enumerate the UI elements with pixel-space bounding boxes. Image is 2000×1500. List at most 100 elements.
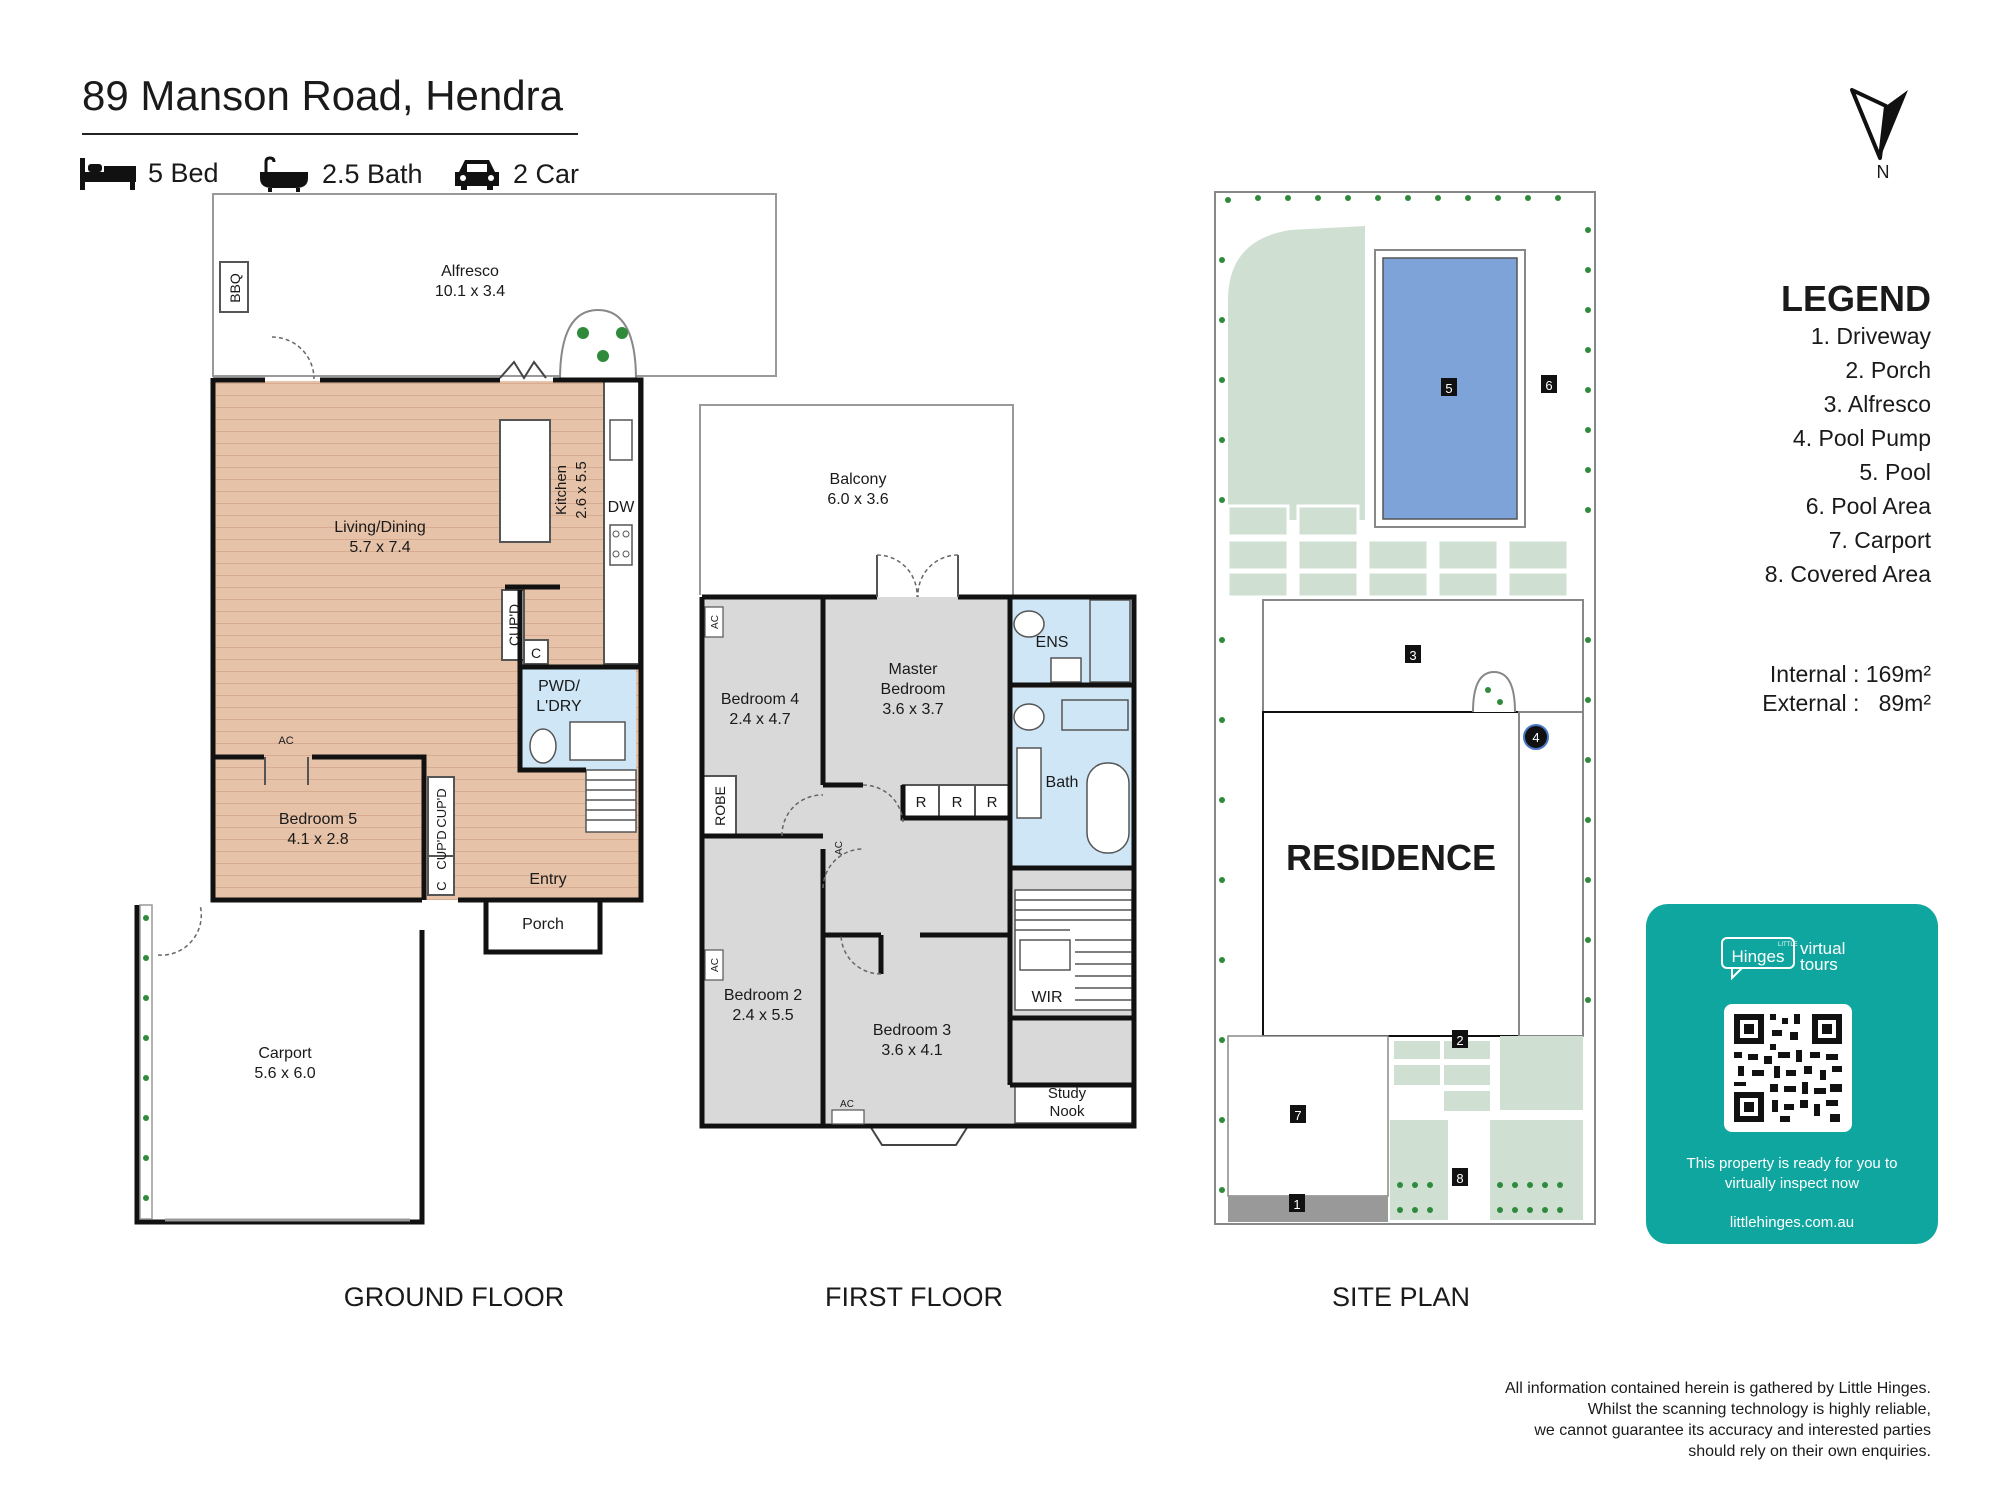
site-planter xyxy=(1472,670,1516,713)
ground-walls xyxy=(210,377,644,955)
front-garden-right xyxy=(1490,1120,1583,1220)
qr-code[interactable] xyxy=(1724,1004,1852,1132)
shrub-icon xyxy=(616,327,628,339)
cupd-label: CUP'D xyxy=(506,604,522,646)
ac-label-1: AC xyxy=(710,615,721,629)
internal-area-value: 169m² xyxy=(1865,661,1931,687)
legend-item-covered-area: 8. Covered Area xyxy=(1764,561,1931,587)
balcony-dims: 6.0 x 3.6 xyxy=(827,491,888,508)
residence-footprint xyxy=(1262,711,1520,1037)
marker-5-label: 5 xyxy=(1445,381,1452,396)
first-stairs xyxy=(1014,889,1133,1011)
bedroom-4-dims: 2.4 x 4.7 xyxy=(729,711,790,728)
pool-area-path xyxy=(1518,711,1584,1037)
promo-message: This property is ready for you to virtua… xyxy=(1646,1154,1938,1194)
bedroom-5-dims: 4.1 x 2.8 xyxy=(287,831,348,848)
bay-window xyxy=(869,1125,969,1146)
site-plan-caption: SITE PLAN xyxy=(1331,1282,1471,1312)
bathtub-icon xyxy=(260,156,308,192)
lawn-top xyxy=(1228,226,1365,520)
kitchen-island xyxy=(499,419,551,543)
door-swing xyxy=(271,336,315,380)
pwd-label-1: PWD/ xyxy=(538,678,580,695)
dw-label: DW xyxy=(608,499,636,516)
ac-label: AC xyxy=(278,735,293,747)
study-bench xyxy=(1014,1084,1133,1124)
marker-7-label: 7 xyxy=(1294,1108,1301,1123)
virtual-tour-card[interactable]: LITTLE Hinges virtual tours xyxy=(1646,904,1938,1244)
carport-dims: 5.6 x 6.0 xyxy=(254,1065,315,1082)
bath-shower xyxy=(1061,699,1129,731)
balcony-doors xyxy=(876,555,959,597)
wir-label: WIR xyxy=(1031,989,1062,1006)
paving-strip xyxy=(1226,504,1570,599)
ac-unit xyxy=(831,1109,865,1125)
legend-item-pool: 5. Pool xyxy=(1859,459,1931,485)
marker-3-label: 3 xyxy=(1409,648,1416,663)
living-dims: 5.7 x 7.4 xyxy=(349,539,410,556)
little-hinges-logo-icon: LITTLE Hinges virtual tours xyxy=(1721,937,1845,981)
ac-label-3: AC xyxy=(710,958,721,972)
robe-r-3: R xyxy=(987,794,998,811)
bifold-door xyxy=(499,360,547,380)
cupd-label-2: CUP'D xyxy=(434,788,449,827)
balcony-door-swing xyxy=(876,554,959,598)
shrub-icon xyxy=(577,327,589,339)
robe-bed4 xyxy=(701,775,737,837)
legend-item-porch: 2. Porch xyxy=(1845,357,1931,383)
ground-stairs xyxy=(585,769,637,833)
first-floor-walls xyxy=(699,594,1137,1129)
promo-url[interactable]: littlehinges.com.au xyxy=(1729,1214,1855,1231)
bed3-door-swing xyxy=(840,934,882,975)
bedroom-2-dims: 2.4 x 5.5 xyxy=(732,1007,793,1024)
marker-6 xyxy=(1541,375,1557,393)
ac-unit xyxy=(704,606,724,638)
first-floor-caption: FIRST FLOOR xyxy=(824,1282,1004,1312)
property-address: 89 Manson Road, Hendra xyxy=(82,72,563,119)
brand-line2: tours xyxy=(1800,955,1838,974)
bathtub-fixture xyxy=(1086,762,1130,854)
front-garden xyxy=(1500,1036,1583,1110)
shrub-icon xyxy=(597,350,609,362)
c-label: C xyxy=(531,645,541,661)
car-icon xyxy=(455,160,499,190)
ac-label-4: AC xyxy=(840,1099,854,1110)
bedroom-3-dims: 3.6 x 4.1 xyxy=(881,1042,942,1059)
bath-toilet-icon xyxy=(1013,703,1045,731)
marker-8-label: 8 xyxy=(1456,1171,1463,1186)
ens-shower xyxy=(1089,599,1131,683)
legend-item-pool-area: 6. Pool Area xyxy=(1805,493,1931,519)
marker-5 xyxy=(1441,378,1457,396)
bedroom-2-label: Bedroom 2 xyxy=(724,987,802,1004)
robe-label: ROBE xyxy=(712,786,728,826)
disclaimer-line-1: All information contained herein is gath… xyxy=(1504,1380,1931,1397)
pwd-label-2: L'DRY xyxy=(536,698,582,715)
marker-6-label: 6 xyxy=(1545,378,1552,393)
cupboard-strip xyxy=(427,776,455,896)
bed-icon xyxy=(80,158,136,190)
first-floor-plan: Balcony 6.0 x 3.6 AC Bedroom 4 2.4 x 4.7… xyxy=(699,404,1137,1146)
porch-label: Porch xyxy=(522,916,564,933)
master-label-1: Master xyxy=(889,661,939,678)
kitchen-dims: 2.6 x 5.5 xyxy=(573,461,590,519)
site-plan: RESIDENCE xyxy=(1214,191,1596,1225)
disclaimer: All information contained herein is gath… xyxy=(1505,1378,1931,1462)
sink-icon xyxy=(609,419,633,461)
robe-r-1: R xyxy=(916,794,927,811)
marker-4 xyxy=(1523,724,1549,750)
site-carport xyxy=(1227,1035,1389,1197)
brand-name: Hinges xyxy=(1732,947,1785,966)
cooktop-icon xyxy=(609,524,633,566)
bedroom-3-label: Bedroom 3 xyxy=(873,1022,951,1039)
external-area-label: External xyxy=(1762,690,1847,716)
promo-message-line-2: virtually inspect now xyxy=(1724,1175,1860,1192)
master-door-swing xyxy=(862,784,904,823)
legend-title: LEGEND xyxy=(1780,278,1931,319)
legend-item-pool-pump: 4. Pool Pump xyxy=(1792,425,1931,451)
marker-1 xyxy=(1289,1194,1305,1212)
beds-count: 5 Bed xyxy=(148,157,219,188)
brand-small: LITTLE xyxy=(1778,942,1798,948)
kitchen-label: Kitchen xyxy=(553,465,570,515)
cupd-label-3: CUP'D xyxy=(434,830,449,869)
c-label-2: C xyxy=(434,881,449,890)
